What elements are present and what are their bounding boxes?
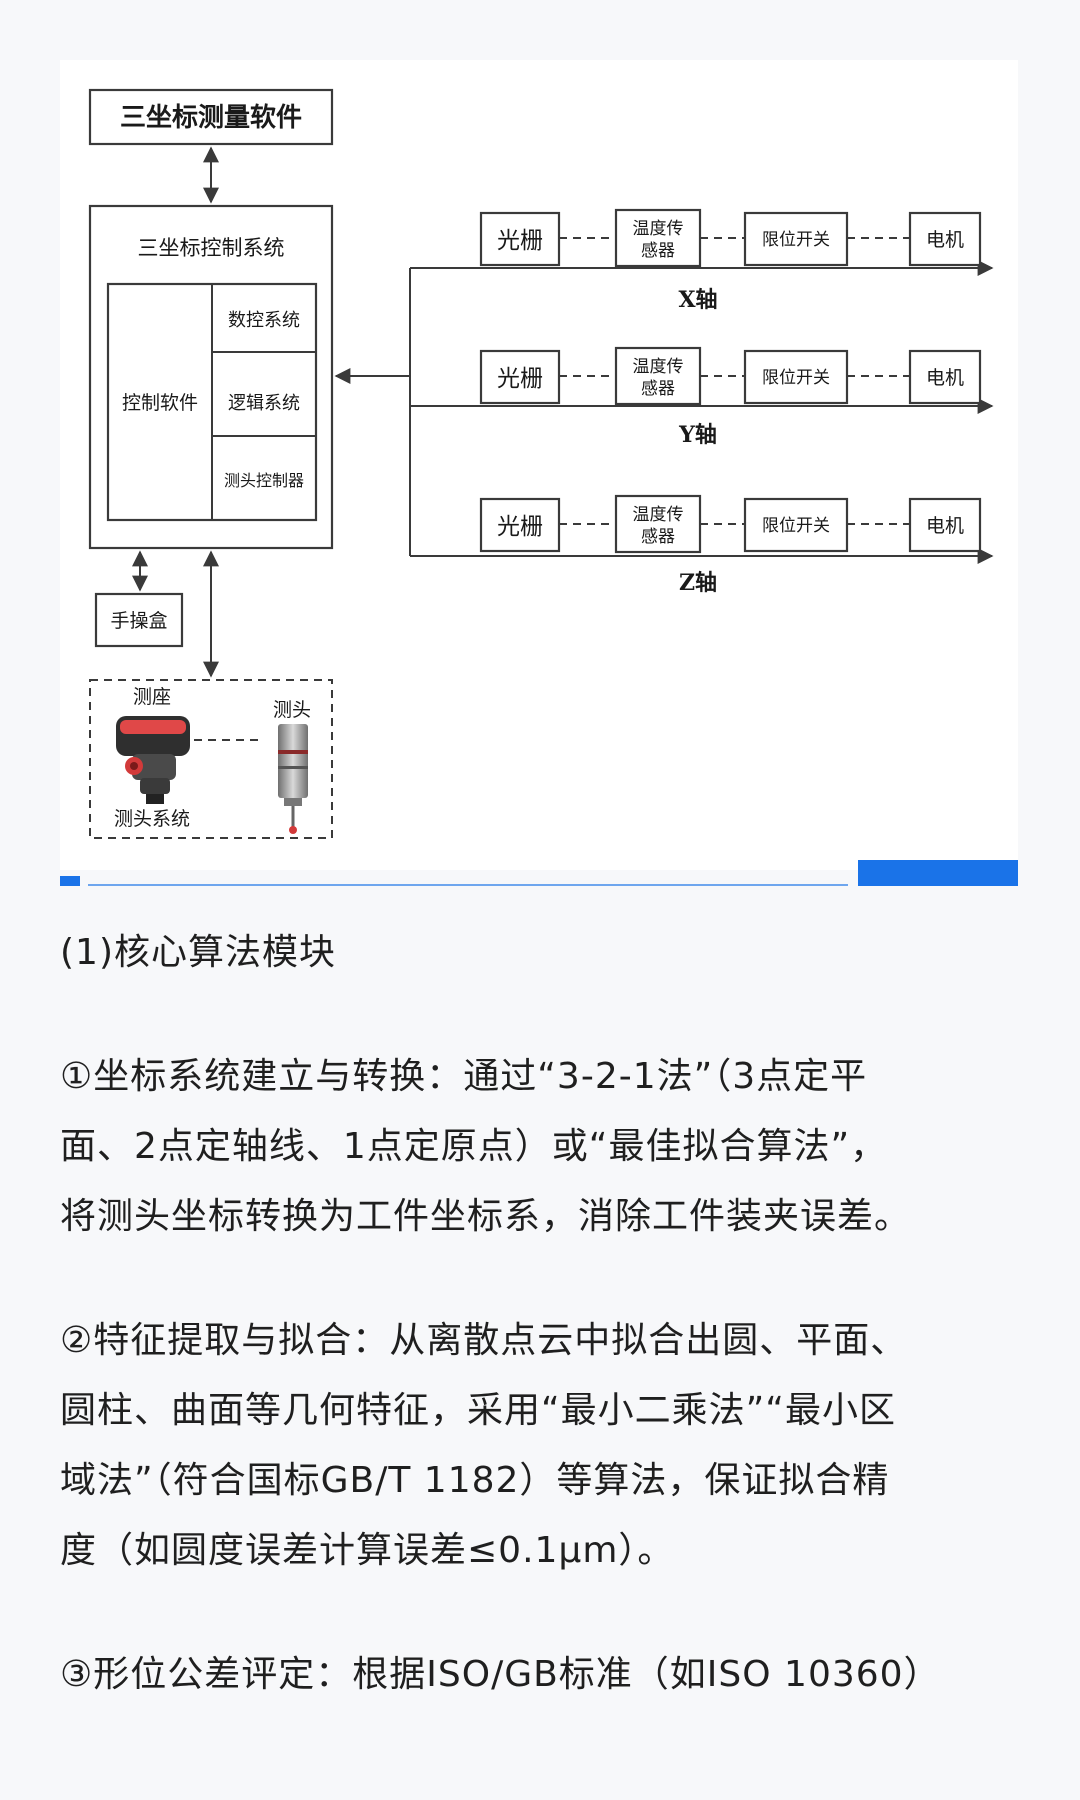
motor-label: 电机 — [926, 515, 964, 537]
software-box — [88, 88, 334, 146]
control-system-label: 三坐标控制系统 — [138, 236, 285, 260]
probe-system-label: 测头系统 — [114, 808, 190, 830]
paragraph-line: ①坐标系统建立与转换：通过“3-2-1法”（3点定平 — [60, 1056, 868, 1097]
accent-bar-small — [60, 876, 80, 886]
nc-system-label: 数控系统 — [228, 310, 300, 331]
motor-label: 电机 — [926, 229, 964, 251]
paragraph-line: ②特征提取与拟合：从离散点云中拟合出圆、平面、 — [60, 1320, 908, 1361]
accent-divider-line — [88, 884, 848, 886]
grating-label: 光栅 — [497, 228, 543, 254]
paragraph-coordinate-system: ①坐标系统建立与转换：通过“3-2-1法”（3点定平 面、2点定轴线、1点定原点… — [60, 1042, 1020, 1252]
probe-controller-label: 测头控制器 — [224, 471, 304, 490]
temp-sensor-label: 温度传 — [633, 219, 684, 239]
motor-label: 电机 — [926, 367, 964, 389]
probe-system-box — [89, 679, 333, 839]
paragraph-line: 面、2点定轴线、1点定原点）或“最佳拟合算法”， — [60, 1126, 888, 1167]
axis-label: X轴 — [678, 287, 717, 313]
diagram-canvas: 三坐标测量软件 三坐标控制系统 控制软件 数控系统 逻辑系统 测头控制器 光栅 … — [88, 88, 994, 839]
temp-sensor-label-2: 感器 — [641, 379, 675, 399]
limit-switch-label: 限位开关 — [762, 516, 830, 536]
system-diagram: 三坐标测量软件 三坐标控制系统 控制软件 数控系统 逻辑系统 测头控制器 光栅 … — [60, 60, 1018, 870]
probe-label: 测头 — [273, 699, 311, 721]
paragraph-line: 度（如圆度误差计算误差≤0.1μm）。 — [60, 1530, 675, 1571]
probe-base-label: 测座 — [133, 686, 171, 708]
axis-row-x: 光栅 温度传 感器 限位开关 电机 X轴 — [410, 208, 994, 313]
grating-label: 光栅 — [497, 514, 543, 540]
temp-sensor-label-2: 感器 — [641, 241, 675, 261]
limit-switch-label: 限位开关 — [762, 230, 830, 250]
paragraph-tolerance: ③形位公差评定：根据ISO/GB标准（如ISO 10360） — [60, 1640, 1020, 1710]
probe-base-image — [116, 716, 190, 804]
axis-label: Y轴 — [678, 422, 717, 448]
accent-bar-large — [858, 860, 1018, 886]
paragraph-line: ③形位公差评定：根据ISO/GB标准（如ISO 10360） — [60, 1654, 941, 1695]
limit-switch-label: 限位开关 — [762, 368, 830, 388]
logic-system-label: 逻辑系统 — [228, 393, 300, 414]
probe-image — [278, 724, 308, 834]
control-software-label: 控制软件 — [122, 392, 198, 414]
temp-sensor-label-2: 感器 — [641, 527, 675, 547]
temp-sensor-label: 温度传 — [633, 357, 684, 377]
paragraph-line: 将测头坐标转换为工件坐标系，消除工件装夹误差。 — [60, 1196, 912, 1237]
axis-label: Z轴 — [679, 570, 717, 596]
article-body: (1)核心算法模块 ①坐标系统建立与转换：通过“3-2-1法”（3点定平 面、2… — [60, 918, 1020, 1764]
handbox-label: 手操盒 — [110, 610, 167, 632]
axis-row-y: 光栅 温度传 感器 限位开关 电机 Y轴 — [410, 346, 994, 448]
grating-label: 光栅 — [497, 366, 543, 392]
temp-sensor-label: 温度传 — [633, 505, 684, 525]
section-heading: (1)核心算法模块 — [60, 932, 336, 973]
paragraph-line: 圆柱、曲面等几何特征，采用“最小二乘法”“最小区 — [60, 1390, 896, 1431]
axis-row-z: 光栅 温度传 感器 限位开关 电机 Z轴 — [410, 494, 994, 596]
paragraph-line: 域法”（符合国标GB/T 1182）等算法，保证拟合精 — [60, 1460, 890, 1501]
paragraph-feature-fitting: ②特征提取与拟合：从离散点云中拟合出圆、平面、 圆柱、曲面等几何特征，采用“最小… — [60, 1306, 1020, 1586]
handbox-box — [94, 592, 184, 648]
software-label: 三坐标测量软件 — [120, 103, 302, 133]
